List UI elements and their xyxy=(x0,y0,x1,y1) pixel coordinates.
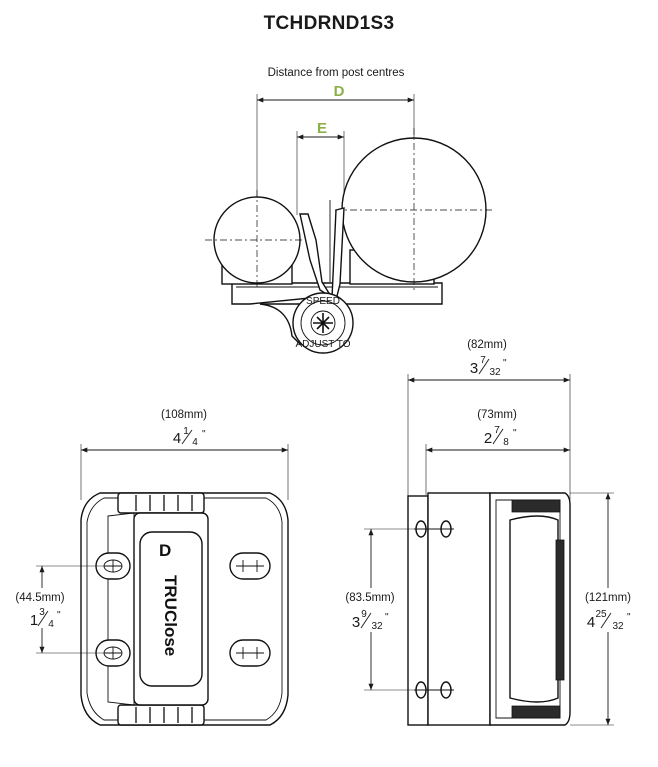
body-mm-label: (73mm) xyxy=(477,409,517,421)
adjuster-text: SPEED xyxy=(306,296,340,307)
height-numerator: 25 xyxy=(595,609,607,620)
dimension-e-label: E xyxy=(317,120,327,137)
mounting-slot xyxy=(229,639,271,667)
fraction-slash xyxy=(600,612,612,629)
label-backdrop xyxy=(336,588,406,632)
inch-mark: " xyxy=(385,612,389,623)
hinge-arm xyxy=(299,207,345,302)
adjuster-text: ADJUST TO xyxy=(295,339,350,350)
hole-mm-label: (44.5mm) xyxy=(15,592,64,604)
overall-mm-label: (82mm) xyxy=(467,339,507,351)
side-grip xyxy=(555,539,565,681)
holes-denominator: 32 xyxy=(371,621,383,632)
mounting-slot xyxy=(229,552,271,580)
dimension-d-label: D xyxy=(334,83,345,100)
overall-numerator: 7 xyxy=(480,355,486,366)
fraction-slash xyxy=(492,428,504,445)
hole-numerator: 3 xyxy=(39,607,45,618)
drawing-title: TCHDRND1S3 xyxy=(263,13,395,34)
adjuster-icon xyxy=(313,313,333,333)
width-whole: 4 xyxy=(173,430,181,447)
side-body xyxy=(427,492,491,726)
top-cap xyxy=(117,492,205,514)
holes-whole: 3 xyxy=(352,614,360,631)
inch-mark: " xyxy=(202,429,206,440)
holes-mm-label: (83.5mm) xyxy=(345,592,394,604)
adjuster-core xyxy=(310,310,336,336)
fraction-slash xyxy=(360,612,372,629)
label-backdrop xyxy=(578,588,654,632)
side-bolt-hole xyxy=(414,520,454,538)
body-inner-edge xyxy=(86,497,283,721)
overall-whole: 3 xyxy=(470,360,478,377)
side-cylinder-bulge xyxy=(509,515,559,703)
brand-name: TRUClose xyxy=(161,575,180,656)
top-view: Distance from post centres D E ADJUST xyxy=(205,67,495,354)
inch-mark: " xyxy=(513,428,517,439)
hole-whole: 1 xyxy=(30,612,38,629)
top-view-caption: Distance from post centres xyxy=(268,67,405,79)
height-mm-label: (121mm) xyxy=(585,592,631,604)
height-whole: 4 xyxy=(587,614,595,631)
width-numerator: 1 xyxy=(183,426,189,437)
holes-numerator: 9 xyxy=(361,609,367,620)
side-view: (82mm) 3 7 32 " (73mm) 2 7 8 " xyxy=(336,339,654,726)
width-mm-label: (108mm) xyxy=(161,409,207,421)
inch-mark: " xyxy=(627,612,631,623)
width-denominator: 4 xyxy=(192,437,198,448)
body-denominator: 8 xyxy=(503,437,509,448)
cap-ridges xyxy=(135,495,193,723)
overall-denominator: 32 xyxy=(489,367,501,378)
front-view: (108mm) 4 1 4 " D TRUClose xyxy=(8,409,289,726)
inch-mark: " xyxy=(57,610,61,621)
label-backdrop xyxy=(8,588,72,628)
body-numerator: 7 xyxy=(494,425,500,436)
hole-denominator: 4 xyxy=(48,619,54,630)
fraction-slash xyxy=(478,358,490,375)
side-top-cap xyxy=(511,499,561,513)
height-denominator: 32 xyxy=(612,621,624,632)
side-bottom-cap xyxy=(511,705,561,719)
fraction-slash xyxy=(37,610,49,627)
fraction-slash xyxy=(181,429,193,445)
brand-mark: D xyxy=(159,541,171,560)
bottom-cap xyxy=(117,704,205,726)
body-whole: 2 xyxy=(484,430,492,447)
adjuster-ring xyxy=(300,300,346,346)
inch-mark: " xyxy=(503,358,507,369)
label-panel xyxy=(139,531,203,687)
side-bolt-hole xyxy=(414,681,454,699)
